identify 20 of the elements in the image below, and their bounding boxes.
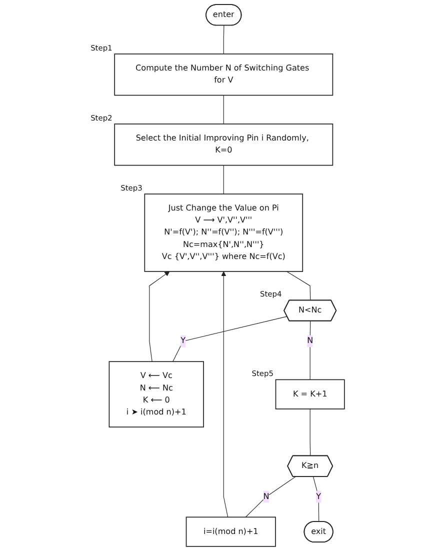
connector bbox=[310, 408, 311, 456]
edge-label: N bbox=[263, 492, 270, 502]
arrow bbox=[149, 271, 170, 362]
connector bbox=[172, 316, 288, 362]
edge-label: Y bbox=[316, 492, 322, 502]
connector bbox=[223, 165, 224, 194]
node-box: i=i(mod n)+1 bbox=[186, 516, 276, 547]
connector bbox=[223, 25, 224, 54]
edge-label: Y bbox=[180, 336, 186, 346]
node-box: Compute the Number N of Switching Gates for V bbox=[114, 54, 334, 96]
node-box: K = K+1 bbox=[275, 379, 345, 410]
connector bbox=[286, 271, 311, 301]
connector bbox=[245, 476, 296, 518]
node-box: V ⟵ Vc N ⟵ Nc K ⟵ 0 i ➤ i(mod n)+1 bbox=[108, 361, 204, 428]
node-box: Just Change the Value on Pi V ⟶ V',V'',V''' N'=f(V'); N''=f(V''); N'''=f(V''') Nc=max{N',N'',N'''} Vc {V',V'',V'''} where Nc=f(Vc) bbox=[144, 194, 304, 272]
connector bbox=[223, 94, 224, 124]
connector bbox=[310, 320, 311, 380]
edge-label: N bbox=[307, 336, 314, 346]
node-box: Select the Initial Improving Pin i Randomly, K=0 bbox=[114, 124, 334, 166]
arrow bbox=[221, 271, 228, 518]
